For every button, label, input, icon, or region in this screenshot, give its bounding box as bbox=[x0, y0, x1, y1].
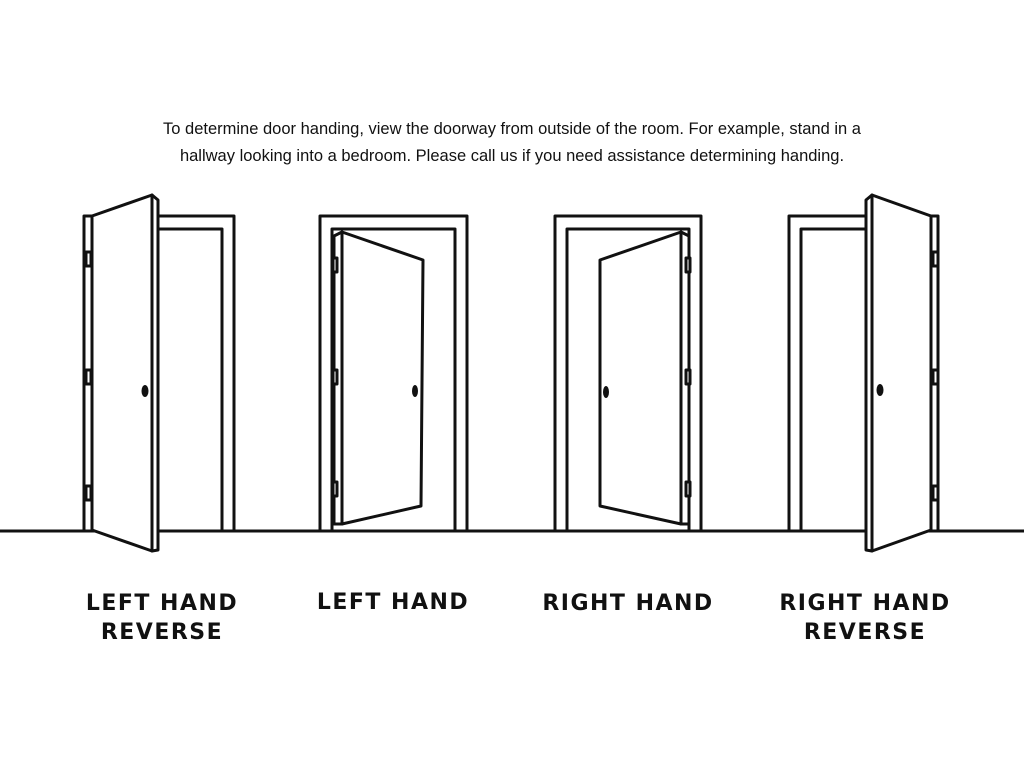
door-knob bbox=[876, 384, 884, 396]
hinge bbox=[931, 250, 940, 268]
label-left-hand-reverse: LEFT HAND REVERSE bbox=[47, 589, 277, 647]
door-left-hand bbox=[318, 214, 469, 533]
hinge bbox=[684, 256, 692, 274]
door-frame bbox=[318, 214, 469, 533]
door-right-hand-reverse bbox=[787, 193, 940, 553]
label-right-hand-reverse: RIGHT HAND REVERSE bbox=[750, 589, 980, 647]
hinge bbox=[331, 256, 339, 274]
hinge bbox=[84, 368, 93, 386]
hinge bbox=[331, 368, 339, 386]
door-right-hand bbox=[553, 214, 703, 533]
label-line-1: RIGHT HAND bbox=[542, 591, 714, 616]
door-knob bbox=[141, 385, 149, 397]
instructions-line-2: hallway looking into a bedroom. Please c… bbox=[179, 147, 845, 165]
door-slab bbox=[864, 193, 933, 553]
label-line-2: REVERSE bbox=[803, 620, 927, 645]
hinge bbox=[331, 480, 339, 498]
door-frame bbox=[553, 214, 703, 533]
hinge bbox=[931, 484, 940, 502]
door-slab bbox=[598, 230, 691, 526]
hinge bbox=[684, 368, 692, 386]
door-slab bbox=[332, 230, 425, 526]
label-left-hand: LEFT HAND bbox=[278, 588, 508, 617]
door-slab bbox=[90, 193, 160, 553]
hinge bbox=[931, 368, 940, 386]
label-line-1: LEFT HAND bbox=[316, 590, 470, 615]
hinge bbox=[84, 250, 93, 268]
label-line-2: REVERSE bbox=[100, 620, 224, 645]
hinge bbox=[684, 480, 692, 498]
instructions-text: To determine door handing, view the door… bbox=[40, 116, 984, 170]
door-left-hand-reverse bbox=[82, 193, 236, 553]
instructions-line-1: To determine door handing, view the door… bbox=[163, 120, 861, 138]
label-line-1: LEFT HAND bbox=[85, 591, 239, 616]
door-knob bbox=[603, 386, 609, 398]
label-line-1: RIGHT HAND bbox=[779, 591, 951, 616]
door-knob bbox=[412, 385, 418, 397]
label-right-hand: RIGHT HAND bbox=[513, 589, 743, 618]
hinge bbox=[84, 484, 93, 502]
